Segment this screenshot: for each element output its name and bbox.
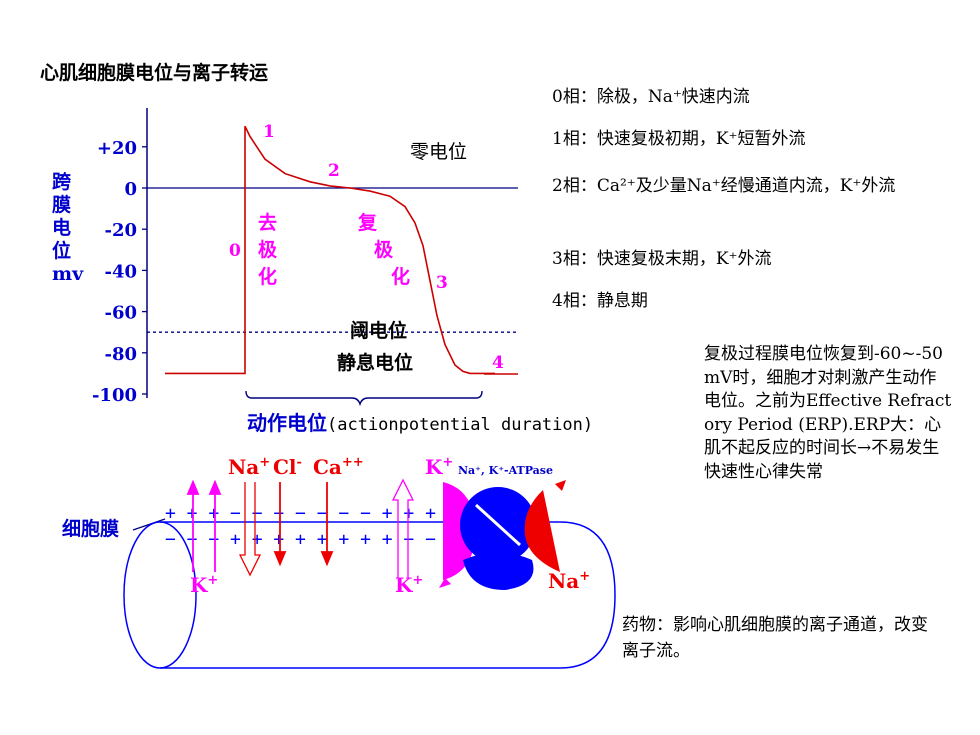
k-pump-ion-label: K+ bbox=[425, 455, 453, 479]
y-tick-label: +20 bbox=[97, 138, 137, 159]
phase-number-1: 1 bbox=[263, 122, 275, 142]
phase-number-2: 2 bbox=[328, 161, 340, 181]
phase-number-0: 0 bbox=[229, 241, 241, 261]
y-axis-label-char: 电 bbox=[52, 216, 71, 239]
repol-char-3: 化 bbox=[391, 265, 410, 288]
y-axis-label-char: 膜 bbox=[51, 193, 71, 216]
drug-note: 药物：影响心肌细胞膜的离子通道，改变离子流。 bbox=[622, 615, 928, 661]
y-ticks: +20 0 -20 -40 -60 -80 -100 bbox=[92, 138, 147, 406]
k-efflux-hollow-arrow bbox=[391, 478, 415, 578]
membrane-signs-top: + + + − − − − − − − + + + bbox=[165, 503, 436, 524]
k-ion-label-right: K+ bbox=[395, 573, 423, 597]
erp-note: 复极过程膜电位恢复到-60~-50mV时，细胞才对刺激产生动作电位。之前为Eff… bbox=[704, 344, 952, 482]
na-ion-label: Na+ bbox=[228, 455, 270, 479]
phase-0-text: 0相：除极，Na⁺快速内流 bbox=[552, 87, 750, 107]
x-label-sub: (actionpotential duration) bbox=[327, 415, 593, 435]
x-label-main: 动作电位 bbox=[247, 411, 327, 435]
atpase-label: Na⁺, K⁺-ATPase bbox=[458, 464, 553, 477]
y-axis-label-char: 位 bbox=[52, 239, 71, 262]
threshold-label: 阈电位 bbox=[350, 319, 407, 342]
resting-label: 静息电位 bbox=[337, 351, 413, 374]
phase-3-text: 3相：快速复极末期，K⁺外流 bbox=[552, 249, 772, 269]
depol-char-1: 去 bbox=[258, 211, 277, 234]
repol-char-1: 复 bbox=[357, 211, 378, 234]
na-k-atpase-pump bbox=[439, 480, 566, 590]
depol-char-2: 极 bbox=[258, 238, 278, 261]
y-tick-label: -20 bbox=[104, 220, 137, 241]
y-tick-label: -40 bbox=[104, 261, 137, 282]
x-axis-label: 动作电位(actionpotential duration) bbox=[247, 411, 593, 435]
depol-char-3: 化 bbox=[258, 265, 277, 288]
zero-label: 零电位 bbox=[410, 141, 467, 163]
phase-2-text: 2相：Ca²⁺及少量Na⁺经慢通道内流，K⁺外流 bbox=[552, 176, 896, 196]
ca-ion-label: Ca++ bbox=[313, 455, 364, 479]
phase-4-text: 4相：静息期 bbox=[552, 291, 648, 311]
phase-1-text: 1相：快速复极初期，K⁺短暂外流 bbox=[552, 129, 806, 149]
cl-ca-influx-arrows bbox=[273, 482, 334, 567]
y-tick-label: 0 bbox=[124, 179, 137, 200]
membrane-signs-bottom: − − − + + + + + + + + − − bbox=[165, 529, 436, 550]
y-tick-label: -80 bbox=[104, 344, 137, 365]
na-influx-arrow bbox=[238, 482, 262, 577]
cl-ion-label: Cl- bbox=[273, 455, 302, 479]
membrane-label: 细胞膜 bbox=[62, 517, 119, 540]
y-tick-label: -100 bbox=[92, 385, 137, 406]
k-efflux-arrows bbox=[186, 479, 222, 572]
page-title: 心肌细胞膜电位与离子转运 bbox=[40, 62, 269, 84]
duration-brace bbox=[245, 390, 483, 407]
phase-number-3: 3 bbox=[436, 273, 448, 293]
y-axis-label-char: 跨 bbox=[52, 171, 72, 193]
repol-char-2: 极 bbox=[374, 238, 394, 261]
y-tick-label: -60 bbox=[104, 303, 137, 324]
y-axis-label-unit: mv bbox=[52, 263, 84, 285]
action-potential-curve bbox=[165, 125, 495, 375]
na-pump-ion-label: Na+ bbox=[548, 569, 590, 593]
phase-number-4: 4 bbox=[492, 353, 504, 373]
k-ion-label-left: K+ bbox=[190, 573, 218, 597]
